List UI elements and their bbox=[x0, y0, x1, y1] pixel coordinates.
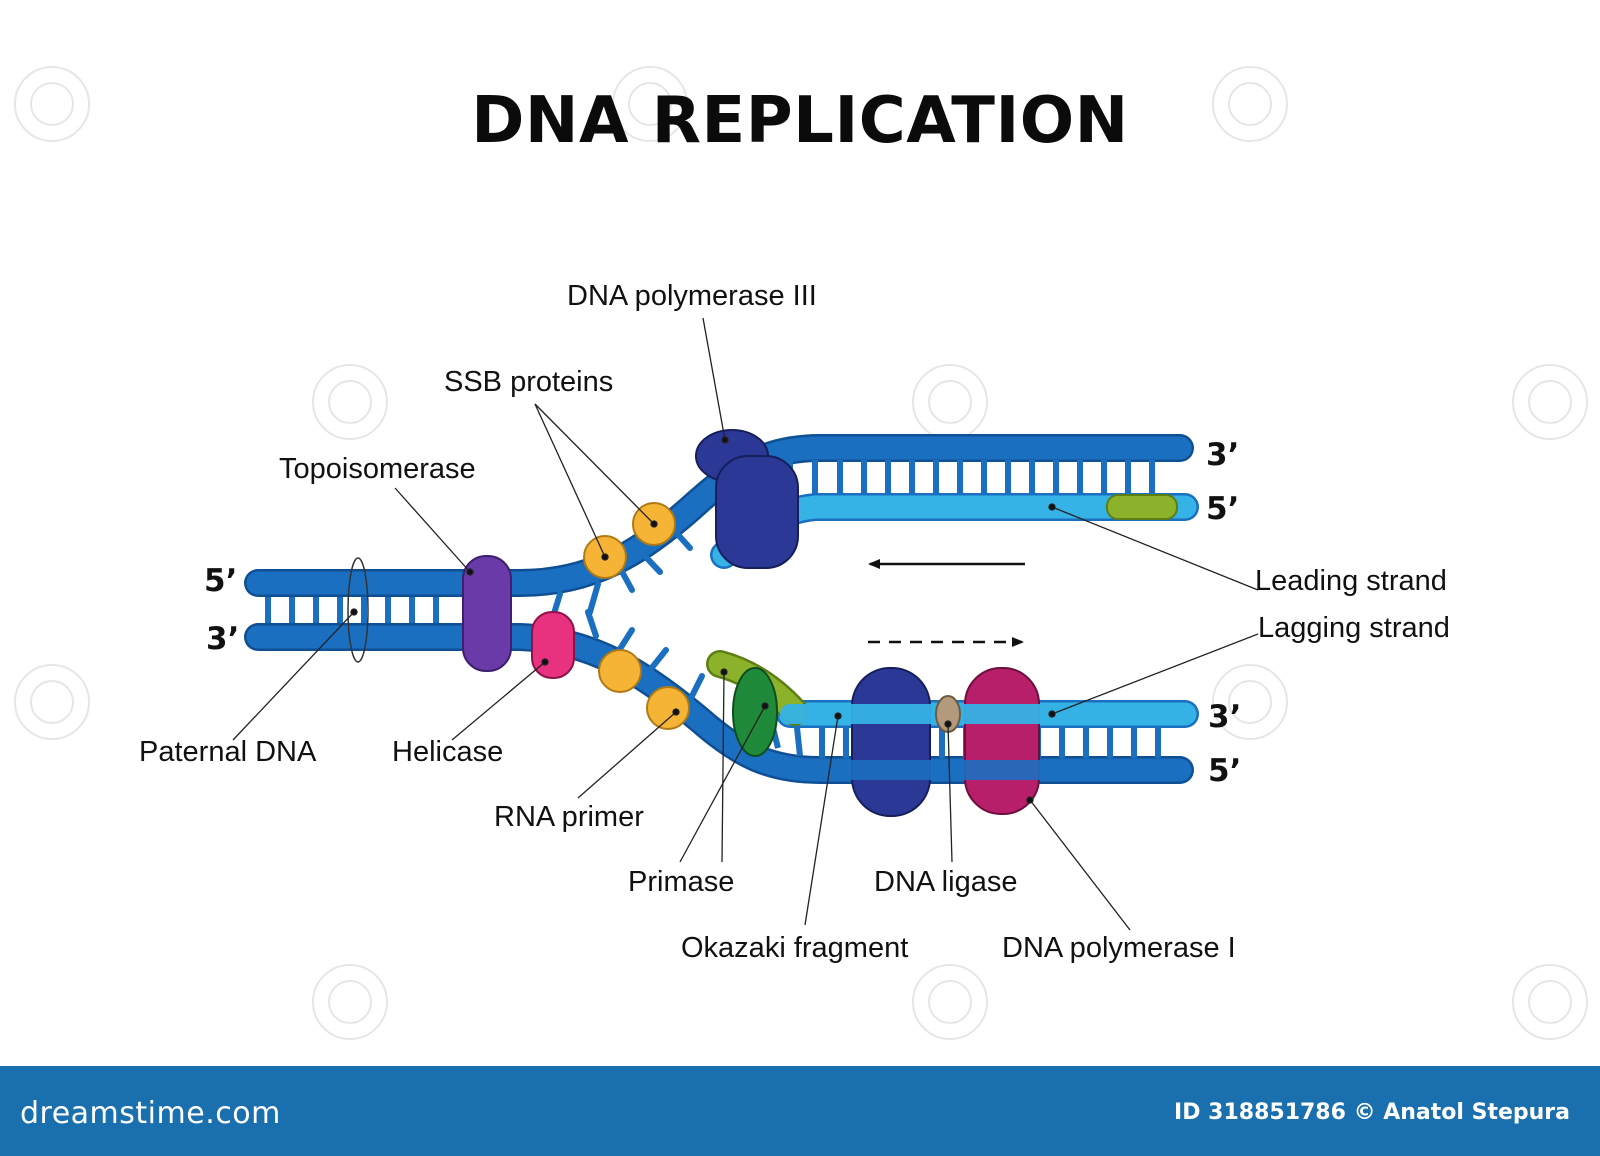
end-label-left-top: 5’ bbox=[204, 563, 238, 599]
fork-bases bbox=[549, 525, 705, 703]
leader-lines bbox=[232, 317, 1259, 931]
primase-enzyme bbox=[732, 667, 778, 757]
dna-replication-figure bbox=[232, 317, 1259, 931]
label-topoisomerase: Topoisomerase bbox=[279, 453, 476, 485]
footer-bar: dreamstime.com ID 318851786 © Anatol Ste… bbox=[0, 1066, 1600, 1156]
label-rna-primer: RNA primer bbox=[494, 801, 644, 833]
dna-polymerase-iii-enzyme bbox=[695, 429, 799, 569]
watermark-mark bbox=[912, 964, 988, 1040]
end-label-upper-bottom: 5’ bbox=[1206, 491, 1240, 527]
watermark-mark bbox=[612, 66, 688, 142]
watermark-mark bbox=[14, 66, 90, 142]
watermark-mark bbox=[14, 664, 90, 740]
label-dna-ligase: DNA ligase bbox=[874, 866, 1018, 898]
label-lagging-strand: Lagging strand bbox=[1258, 612, 1450, 644]
watermark-mark bbox=[312, 364, 388, 440]
label-dna-polymerase-iii: DNA polymerase III bbox=[567, 280, 817, 312]
label-leading-strand: Leading strand bbox=[1255, 565, 1447, 597]
label-ssb-proteins: SSB proteins bbox=[444, 366, 614, 398]
end-label-upper-top: 3’ bbox=[1206, 437, 1240, 473]
watermark-mark bbox=[1212, 66, 1288, 142]
end-label-left-bottom: 3’ bbox=[206, 621, 240, 657]
watermark-mark bbox=[312, 964, 388, 1040]
label-primase: Primase bbox=[628, 866, 735, 898]
footer-credit: ID 318851786 © Anatol Stepura bbox=[1174, 1100, 1570, 1125]
dna-polymerase-i-lower-enzyme bbox=[851, 667, 931, 817]
watermark-mark bbox=[1512, 364, 1588, 440]
label-okazaki-fragment: Okazaki fragment bbox=[681, 932, 909, 964]
leading-primer bbox=[1106, 494, 1178, 520]
ssb-protein bbox=[646, 686, 690, 730]
supercoil-loop bbox=[347, 557, 369, 663]
end-label-lower-bottom: 5’ bbox=[1208, 753, 1242, 789]
label-helicase: Helicase bbox=[392, 736, 504, 768]
page-title: DNA REPLICATION bbox=[471, 84, 1129, 158]
label-dna-polymerase-i: DNA polymerase I bbox=[1002, 932, 1236, 964]
watermark-mark bbox=[1512, 964, 1588, 1040]
end-label-lower-top: 3’ bbox=[1208, 699, 1242, 735]
watermark-mark bbox=[1212, 664, 1288, 740]
dna-polymerase-i-enzyme bbox=[964, 667, 1040, 815]
ssb-protein bbox=[598, 649, 642, 693]
footer-brand: dreamstime.com bbox=[20, 1096, 281, 1131]
topoisomerase-enzyme bbox=[462, 555, 512, 672]
label-paternal-dna: Paternal DNA bbox=[139, 736, 317, 768]
